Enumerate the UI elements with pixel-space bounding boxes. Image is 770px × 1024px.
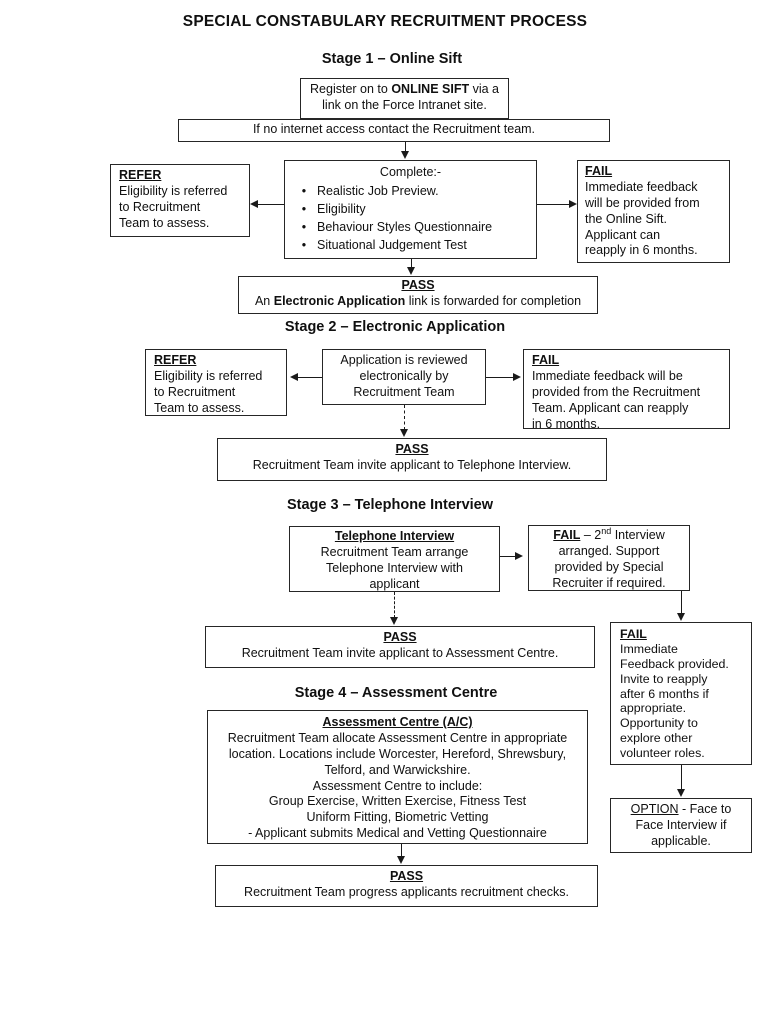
bullet-icon: •	[301, 183, 307, 198]
stage1-pass-box: PASS An Electronic Application link is f…	[238, 276, 598, 314]
bullet-icon: •	[301, 237, 307, 252]
pass-body: Recruitment Team progress applicants rec…	[244, 884, 569, 899]
pass-label: PASS	[395, 442, 429, 456]
arrow-line-review-to-refer	[297, 377, 322, 378]
arrow-line-telephone-to-fail	[500, 556, 516, 557]
arrowhead-right-icon	[515, 552, 523, 560]
arrow-line-internet-to-complete	[405, 142, 406, 152]
stage3-pass-box: PASS Recruitment Team invite applicant t…	[205, 626, 595, 668]
telephone-interview-box: Telephone Interview Recruitment Team arr…	[289, 526, 500, 592]
arrowhead-down-icon	[390, 617, 398, 625]
arrowhead-down-icon	[407, 267, 415, 275]
arrowhead-down-icon	[401, 151, 409, 159]
arrow-line-review-to-fail	[486, 377, 514, 378]
arrow-line-review-to-pass	[404, 405, 405, 430]
pass-body-post: link is forwarded for completion	[405, 293, 582, 308]
arrow-line-assessment-to-pass	[401, 844, 402, 857]
stage1-fail-box: FAIL Immediate feedback will be provided…	[577, 160, 730, 263]
arrow-line-complete-to-fail	[537, 204, 570, 205]
refer-label: REFER	[119, 168, 162, 182]
list-item: • Behaviour Styles Questionnaire	[291, 220, 530, 236]
stage1-heading: Stage 1 – Online Sift	[321, 51, 463, 67]
arrowhead-right-icon	[569, 200, 577, 208]
arrow-line-telephone-to-pass	[394, 592, 395, 618]
fail-body: Immediate feedback will be provided from…	[532, 368, 701, 431]
refer-label: REFER	[154, 353, 197, 367]
fail-label: FAIL	[553, 528, 581, 542]
pass-body-pre: An	[254, 293, 274, 308]
fail-second-dash: – 2	[580, 528, 602, 542]
pass-body: Recruitment Team invite applicant to Ass…	[241, 645, 559, 660]
stage2-fail-box: FAIL Immediate feedback will be provided…	[523, 349, 730, 431]
fail-label: FAIL	[620, 627, 647, 641]
arrowhead-down-icon	[397, 856, 405, 864]
telephone-interview-label: Telephone Interview	[334, 529, 455, 543]
refer-body: Eligibility is referred to Recruitment T…	[119, 183, 228, 230]
list-item-text: Eligibility	[317, 201, 366, 216]
pass-body: An Electronic Application link is forwar…	[239, 294, 597, 310]
list-item-text: Situational Judgement Test	[317, 237, 467, 252]
arrowhead-down-icon	[677, 789, 685, 797]
pass-body: Recruitment Team invite applicant to Tel…	[252, 457, 572, 472]
list-item: • Situational Judgement Test	[291, 238, 530, 254]
complete-heading: Complete:-	[379, 165, 442, 179]
pass-body-bold: Electronic Application	[273, 293, 406, 308]
fail-body: Immediate Feedback provided. Invite to r…	[620, 641, 729, 760]
arrowhead-down-icon	[677, 613, 685, 621]
page-title: SPECIAL CONSTABULARY RECRUITMENT PROCESS	[182, 13, 588, 30]
list-item-text: Behaviour Styles Questionnaire	[317, 219, 493, 234]
pass-label: PASS	[401, 278, 435, 292]
fail-label: FAIL	[585, 164, 613, 178]
pass-label: PASS	[389, 869, 424, 883]
assessment-centre-box: Assessment Centre (A/C) Recruitment Team…	[207, 710, 588, 844]
arrow-line-complete-to-refer	[257, 204, 284, 205]
stage4-heading: Stage 4 – Assessment Centre	[294, 685, 498, 701]
list-item: • Eligibility	[291, 202, 530, 218]
option-rest: - Face to Face Interview if applicable.	[635, 802, 732, 848]
stage1-refer-box: REFER Eligibility is referred to Recruit…	[110, 164, 250, 237]
arrowhead-down-icon	[400, 429, 408, 437]
register-text-post: via a link on the Force Intranet site.	[322, 82, 499, 112]
stage1-complete-box: Complete:- • Realistic Job Preview. • Elig…	[284, 160, 537, 259]
stage2-review-box: Application is reviewed electronically b…	[322, 349, 486, 405]
refer-body: Eligibility is referred to Recruitment T…	[154, 368, 263, 415]
stage2-refer-box: REFER Eligibility is referred to Recruit…	[145, 349, 287, 416]
arrow-line-failfinal-to-option	[681, 765, 682, 790]
option-label: OPTION	[630, 802, 679, 816]
pass-label: PASS	[383, 630, 417, 644]
stage2-pass-box: PASS Recruitment Team invite applicant t…	[217, 438, 607, 481]
arrowhead-right-icon	[513, 373, 521, 381]
stage3-heading: Stage 3 – Telephone Interview	[286, 497, 494, 513]
assessment-centre-body: Recruitment Team allocate Assessment Cen…	[227, 730, 568, 841]
telephone-interview-body: Recruitment Team arrange Telephone Inter…	[320, 544, 469, 591]
fail-second-superscript: nd	[601, 525, 612, 536]
fail-second-rest: Interview arranged. Support provided by …	[552, 528, 666, 590]
register-text-pre: Register on to	[310, 82, 392, 96]
register-box: Register on to ONLINE SIFT via a link on…	[300, 78, 509, 119]
bullet-icon: •	[301, 219, 307, 234]
arrow-line-failsecond-to-failfinal	[681, 591, 682, 614]
arrowhead-left-icon	[290, 373, 298, 381]
arrowhead-left-icon	[250, 200, 258, 208]
stage3-fail-final-box: FAIL Immediate Feedback provided. Invite…	[610, 622, 752, 765]
stage2-heading: Stage 2 – Electronic Application	[284, 319, 506, 335]
assessment-centre-label: Assessment Centre (A/C)	[322, 715, 473, 729]
fail-body: Immediate feedback will be provided from…	[585, 179, 700, 258]
stage4-pass-box: PASS Recruitment Team progress applicant…	[215, 865, 598, 907]
option-box: OPTION - Face to Face Interview if appli…	[610, 798, 752, 853]
register-text-bold: ONLINE SIFT	[391, 82, 470, 96]
complete-bullet-list: • Realistic Job Preview. • Eligibility • Be…	[291, 184, 530, 254]
bullet-icon: •	[301, 201, 307, 216]
fail-label: FAIL	[532, 353, 560, 367]
stage3-fail-second-interview-box: FAIL – 2nd Interview arranged. Support p…	[528, 525, 690, 591]
list-item-text: Realistic Job Preview.	[317, 183, 439, 198]
no-internet-box: If no internet access contact the Recrui…	[178, 119, 610, 142]
arrow-line-complete-to-pass	[411, 259, 412, 268]
list-item: • Realistic Job Preview.	[291, 184, 530, 200]
